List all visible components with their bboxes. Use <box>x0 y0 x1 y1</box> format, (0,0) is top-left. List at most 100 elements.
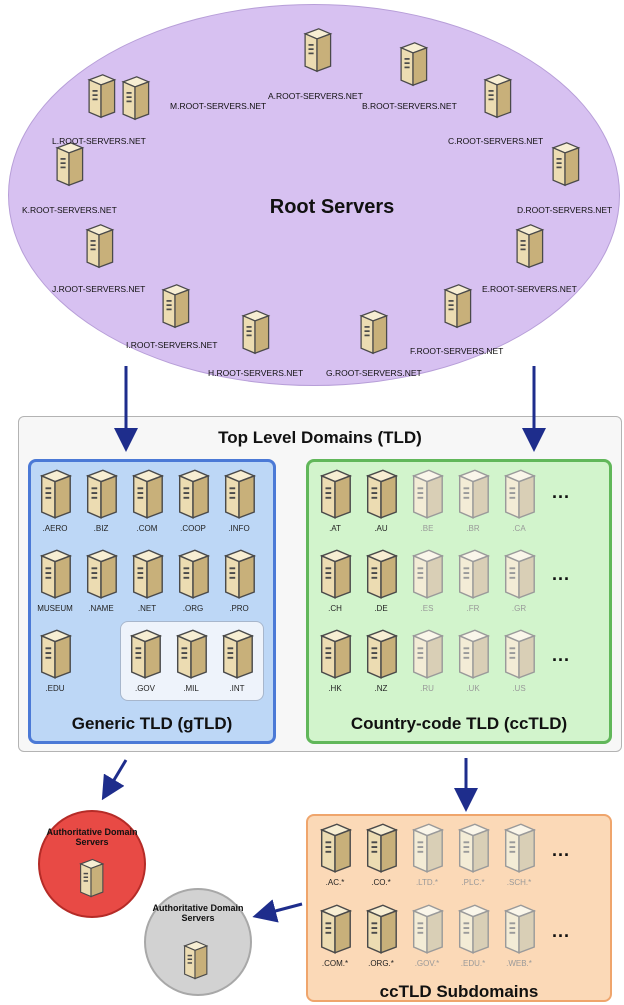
root-server-g-icon <box>356 308 390 361</box>
root-server-a-label: A.ROOT-SERVERS.NET <box>268 91 363 101</box>
cctld-row1-0-label: .AT <box>329 524 341 533</box>
gtld-row2-0-label: MUSEUM <box>37 604 73 613</box>
sub-row1-ellipsis: ... <box>552 840 571 860</box>
arrow-subdomains-to-authoritative <box>252 899 303 923</box>
gtld-row1-1-icon <box>82 468 120 525</box>
sub-row2-4-icon <box>500 903 538 960</box>
arrow-gtld-to-authoritative <box>101 759 128 801</box>
root-server-d-label: D.ROOT-SERVERS.NET <box>517 205 613 215</box>
root-server-f-icon <box>440 282 474 335</box>
sub-row1-3-icon <box>454 822 492 879</box>
root-server-h-label: H.ROOT-SERVERS.NET <box>208 368 304 378</box>
gtld-row2-3-label: .ORG <box>182 604 204 613</box>
root-server-b-icon <box>396 40 430 93</box>
sub-row1-0-label: .AC.* <box>325 878 345 887</box>
gtld-restricted-0-icon <box>126 628 164 685</box>
authoritative-red-label: Authoritative Domain Servers <box>46 827 138 847</box>
sub-row2-3-icon <box>454 903 492 960</box>
root-server-d-icon <box>548 140 582 193</box>
root-server-l-icon <box>84 72 118 125</box>
sub-row2-ellipsis: ... <box>552 921 571 941</box>
cctld-row3-3-label: .UK <box>466 684 480 693</box>
gtld-row3-0-label: .EDU <box>45 684 65 693</box>
root-server-i-icon <box>158 282 192 335</box>
sub-row2-2-label: .GOV.* <box>414 959 440 968</box>
cctld-row3-ellipsis: ... <box>552 645 571 665</box>
sub-row1-3-label: .PLC.* <box>461 878 485 887</box>
root-server-e-label: E.ROOT-SERVERS.NET <box>482 284 577 294</box>
cctld-row3-1-label: .NZ <box>374 684 388 693</box>
sub-row2-1-icon <box>362 903 400 960</box>
cctld-row1-3-icon <box>454 468 492 525</box>
cctld-row2-3-icon <box>454 548 492 605</box>
gtld-row1-0-icon <box>36 468 74 525</box>
cctld-row1-4-icon <box>500 468 538 525</box>
gtld-row3-0-icon <box>36 628 74 685</box>
root-server-g-label: G.ROOT-SERVERS.NET <box>326 368 422 378</box>
root-server-a-icon <box>300 26 334 79</box>
gtld-row1-1-label: .BIZ <box>93 524 109 533</box>
sub-row1-2-icon <box>408 822 446 879</box>
root-server-k-label: K.ROOT-SERVERS.NET <box>22 205 117 215</box>
root-server-i-label: I.ROOT-SERVERS.NET <box>126 340 218 350</box>
cctld-row3-4-icon <box>500 628 538 685</box>
root-server-m-label: M.ROOT-SERVERS.NET <box>170 101 267 111</box>
cctld-row2-3-label: .FR <box>466 604 480 613</box>
cctld-row1-ellipsis: ... <box>552 482 571 502</box>
cctld-row1-1-icon <box>362 468 400 525</box>
authoritative-gray-server-icon <box>180 940 210 985</box>
cctld-row1-4-label: .CA <box>512 524 526 533</box>
sub-row2-0-label: .COM.* <box>321 959 349 968</box>
cctld-row2-4-icon <box>500 548 538 605</box>
gtld-row2-2-icon <box>128 548 166 605</box>
cctld-row2-0-icon <box>316 548 354 605</box>
gtld-row1-0-label: .AERO <box>42 524 68 533</box>
root-server-m-icon <box>118 74 152 127</box>
cctld-row3-1-icon <box>362 628 400 685</box>
sub-row1-1-label: .CO.* <box>371 878 391 887</box>
sub-row2-2-icon <box>408 903 446 960</box>
sub-row1-1-icon <box>362 822 400 879</box>
gtld-row2-1-icon <box>82 548 120 605</box>
gtld-restricted-1-icon <box>172 628 210 685</box>
sub-row2-1-label: .ORG.* <box>368 959 394 968</box>
authoritative-gray-label: Authoritative Domain Servers <box>152 903 244 923</box>
sub-row1-2-label: .LTD.* <box>415 878 439 887</box>
gtld-row2-4-label: .PRO <box>229 604 249 613</box>
gtld-row1-2-icon <box>128 468 166 525</box>
cctld-row3-4-label: .US <box>512 684 526 693</box>
root-server-l-label: L.ROOT-SERVERS.NET <box>52 136 146 146</box>
root-server-c-label: C.ROOT-SERVERS.NET <box>448 136 544 146</box>
cctld-row2-ellipsis: ... <box>552 564 571 584</box>
root-servers-title: Root Servers <box>269 196 395 218</box>
root-server-k-icon <box>52 140 86 193</box>
gtld-row2-0-icon <box>36 548 74 605</box>
sub-row1-4-icon <box>500 822 538 879</box>
gtld-row1-3-label: .COOP <box>180 524 206 533</box>
gtld-row1-2-label: .COM <box>136 524 158 533</box>
root-server-h-icon <box>238 308 272 361</box>
cctld-row1-2-label: .BE <box>420 524 434 533</box>
cctld-row3-0-icon <box>316 628 354 685</box>
authoritative-red-server-icon <box>76 858 106 903</box>
cctld-row2-0-label: .CH <box>328 604 342 613</box>
gtld-title: Generic TLD (gTLD) <box>71 714 233 733</box>
cctld-row2-1-icon <box>362 548 400 605</box>
gtld-row1-4-label: .INFO <box>228 524 250 533</box>
cctld-row2-4-label: .GR <box>511 604 527 613</box>
gtld-restricted-2-label: .INT <box>229 684 245 693</box>
gtld-row2-4-icon <box>220 548 258 605</box>
sub-row1-0-icon <box>316 822 354 879</box>
gtld-row1-4-icon <box>220 468 258 525</box>
gtld-row2-2-label: .NET <box>137 604 157 613</box>
cctld-row1-2-icon <box>408 468 446 525</box>
cctld-row3-0-label: .HK <box>328 684 342 693</box>
sub-row2-0-icon <box>316 903 354 960</box>
cctld-title: Country-code TLD (ccTLD) <box>350 714 568 733</box>
cctld-row3-2-label: .RU <box>420 684 434 693</box>
root-server-j-label: J.ROOT-SERVERS.NET <box>52 284 146 294</box>
sub-row2-4-label: .WEB.* <box>506 959 532 968</box>
gtld-row2-3-icon <box>174 548 212 605</box>
